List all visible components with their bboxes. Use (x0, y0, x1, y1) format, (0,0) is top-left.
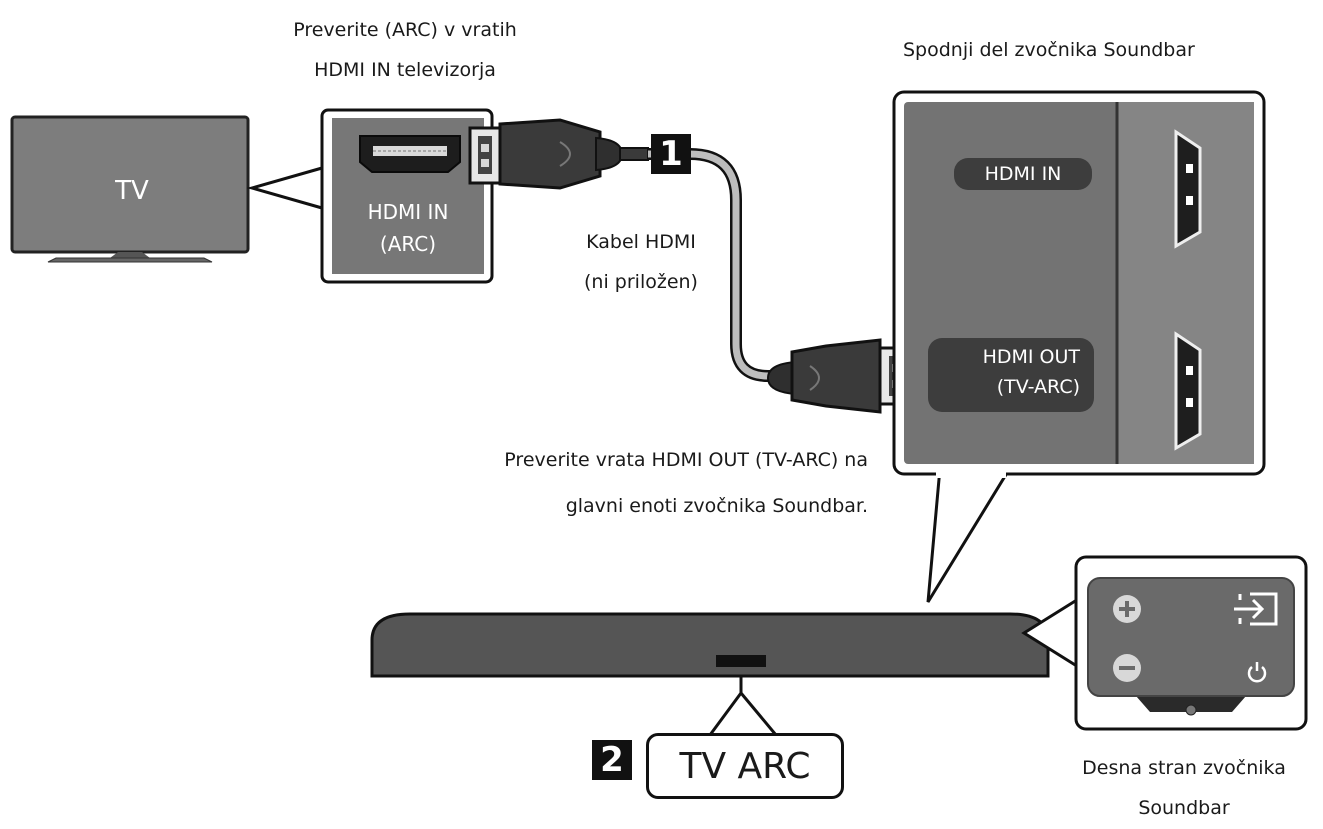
tv-arc-indicator: TV ARC (646, 733, 844, 799)
cable-label-line1: Kabel HDMI (586, 231, 696, 253)
tv-port-label-line1: HDMI IN (367, 200, 449, 224)
soundbar-bottom-title: Spodnji del zvočnika Soundbar (903, 39, 1195, 61)
source-icon (1234, 592, 1278, 626)
hdmi-port-icon (1174, 129, 1202, 249)
hdmi-in-label: HDMI IN (954, 158, 1092, 190)
cable-label-line2: (ni priložen) (584, 271, 698, 293)
hdmi-out-label: HDMI OUT (TV-ARC) (928, 338, 1094, 412)
tv-port-label-line2: (ARC) (379, 232, 437, 256)
tv-label: TV (115, 176, 149, 206)
tv-port-caption-line1: Preverite (ARC) v vratih (293, 19, 517, 41)
soundbar-side-caption-line2: Soundbar (1138, 797, 1230, 819)
hdmi-plug-icon (468, 118, 649, 190)
soundbar-note-line2: glavni enoti zvočnika Soundbar. (565, 495, 868, 517)
hdmi-out-label-line2: (TV-ARC) (996, 376, 1080, 398)
tv-icon (10, 115, 250, 263)
tv-port-caption-line2: HDMI IN televizorja (314, 59, 496, 81)
volume-up-icon (1113, 595, 1141, 623)
tv-arc-label: TV ARC (679, 745, 811, 787)
step-2-badge: 2 (592, 740, 632, 780)
step-1-badge: 1 (651, 134, 691, 174)
soundbar-note-line1: Preverite vrata HDMI OUT (TV-ARC) na (504, 449, 868, 471)
hdmi-out-label-line1: HDMI OUT (982, 346, 1080, 368)
soundbar-unit (370, 612, 1050, 678)
hdmi-plug-icon (766, 338, 914, 414)
hdmi-port-icon (1174, 331, 1202, 451)
power-icon (1247, 662, 1267, 683)
soundbar-side-caption-line1: Desna stran zvočnika (1082, 757, 1286, 779)
hdmi-port-icon (359, 135, 461, 173)
volume-down-icon (1113, 654, 1141, 682)
